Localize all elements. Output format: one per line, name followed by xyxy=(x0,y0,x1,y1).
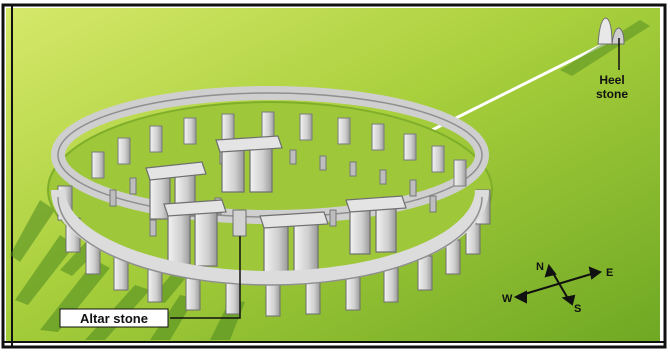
compass-rose xyxy=(513,263,603,306)
heel-stone-label-line2: stone xyxy=(596,87,628,101)
lintel-ring-front-edge xyxy=(57,196,483,286)
altar-stone-leader xyxy=(170,236,241,319)
compass-e: E xyxy=(606,267,613,279)
altar-stone-label-box xyxy=(59,308,169,328)
trilithon-back-center xyxy=(215,135,283,193)
compass-n: N xyxy=(536,261,544,273)
altar-stone xyxy=(232,209,247,237)
lintel-ring-front xyxy=(51,189,489,285)
heel-stone-label-line1: Heel xyxy=(599,73,624,87)
altar-stone-label: Altar stone xyxy=(80,311,148,326)
trilithon-center-front xyxy=(259,211,329,277)
compass-s: S xyxy=(574,303,581,315)
trilithon-left-front xyxy=(163,199,227,267)
heel-stone xyxy=(560,17,650,76)
trilithon-right xyxy=(345,195,407,255)
compass-w: W xyxy=(502,293,513,305)
frame-border xyxy=(1,3,667,349)
